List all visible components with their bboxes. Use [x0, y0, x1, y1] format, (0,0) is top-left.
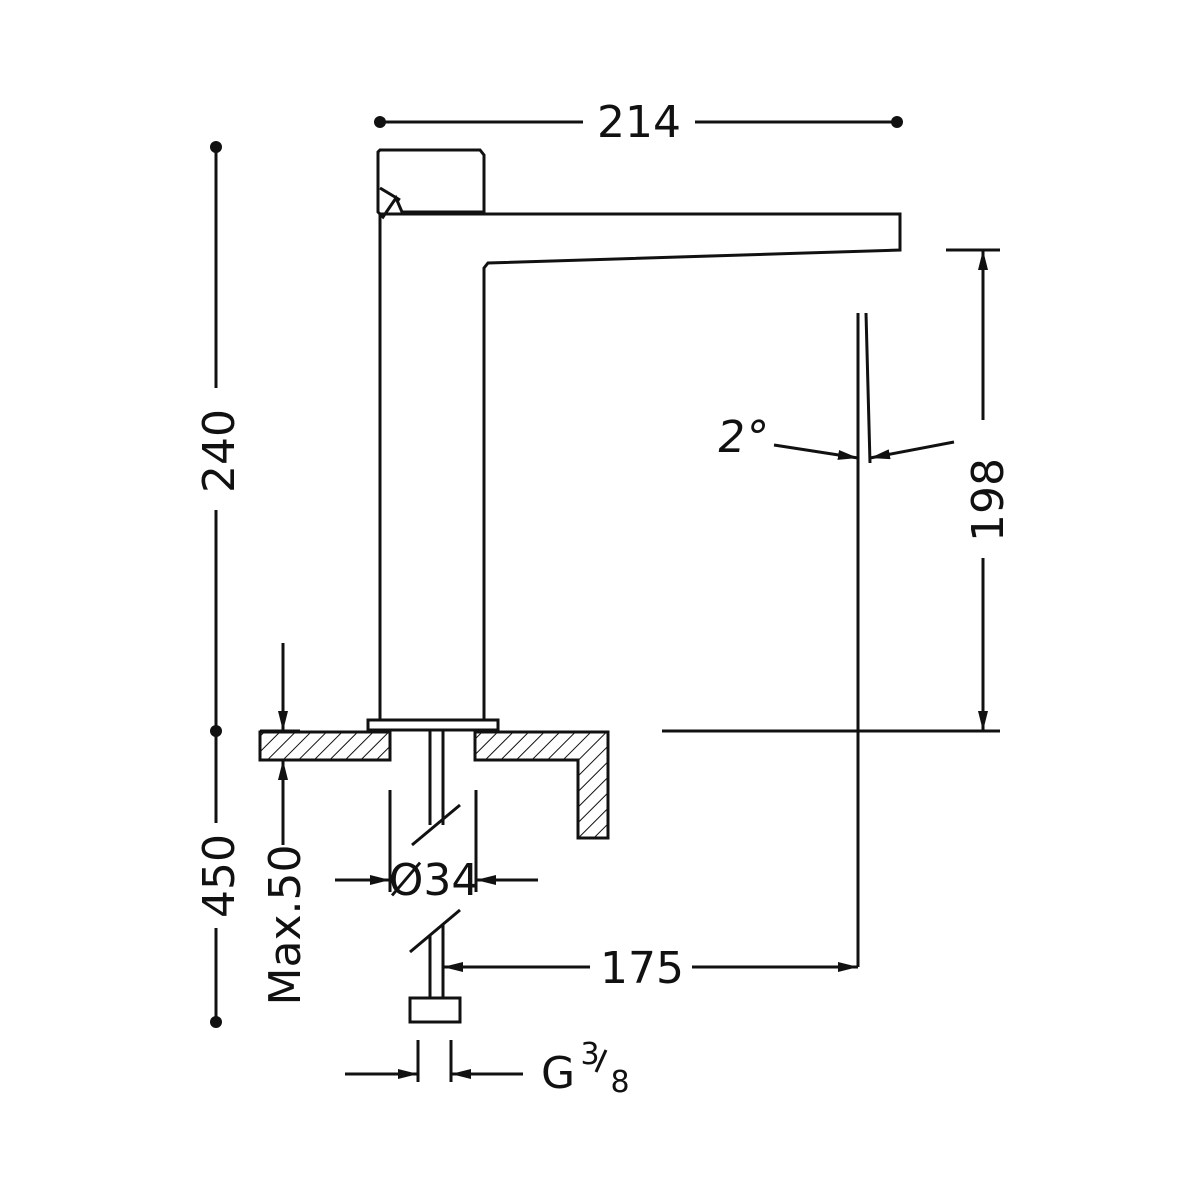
width-total-label: 214 [597, 97, 681, 148]
dim-left-vertical [210, 141, 222, 1028]
handle-lever [376, 148, 486, 220]
spout-height-label: 198 [963, 458, 1014, 542]
max-thickness-label: Max.50 [260, 845, 311, 1006]
height-total-label: 240 [194, 409, 245, 493]
countertop-left [258, 730, 392, 762]
faucet-outline [366, 148, 902, 732]
supply-hose [408, 730, 462, 1024]
dim-max-thickness [260, 643, 300, 845]
dim-width-total: 214 [374, 97, 903, 148]
connection-prefix-label: G [541, 1048, 575, 1099]
spout-reach-label: 175 [600, 943, 684, 994]
faucet-body [378, 212, 902, 720]
spout-angle-label: 2° [714, 412, 771, 463]
dim-spout-height [662, 248, 1000, 733]
dim-spout-angle [773, 312, 955, 967]
hose-length-label: 450 [194, 834, 245, 918]
countertop-right [473, 730, 610, 840]
dim-connection [345, 1040, 608, 1082]
hose-connector [408, 996, 462, 1024]
base-flange [366, 718, 500, 732]
hole-diameter-label: Ø34 [389, 855, 480, 906]
connection-numerator-label: 3 [580, 1037, 599, 1072]
connection-denominator-label: 8 [610, 1065, 629, 1100]
countertop [258, 730, 610, 840]
dim-hole-diameter [335, 790, 538, 892]
